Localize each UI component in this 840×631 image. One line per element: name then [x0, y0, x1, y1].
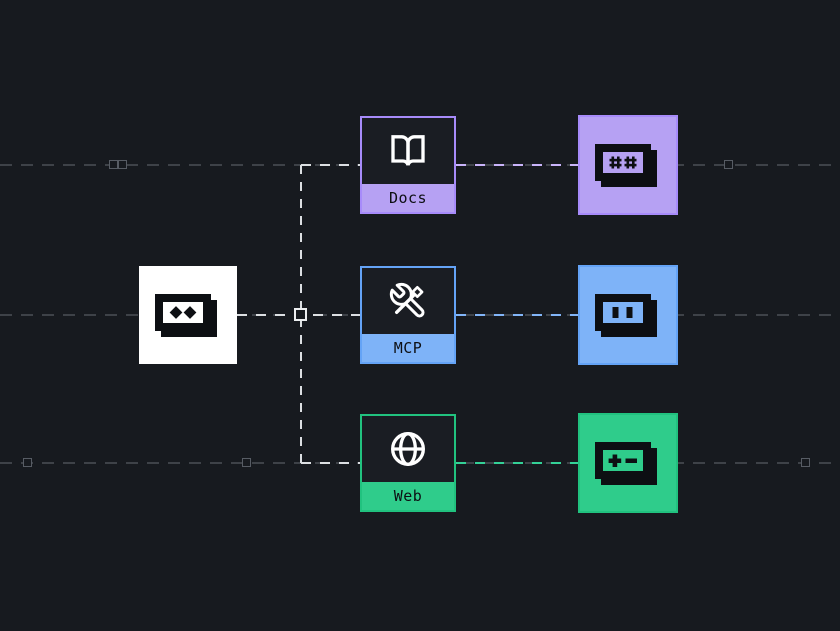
- output-node-mcp[interactable]: [578, 265, 678, 365]
- output-node-web[interactable]: [578, 413, 678, 513]
- connector-web-to-output: [456, 462, 578, 464]
- bot-face-hash-eyes-icon: [590, 133, 666, 197]
- grid-marker-square: [242, 458, 251, 467]
- globe-icon: [388, 429, 428, 469]
- source-node-web[interactable]: Web: [360, 414, 456, 512]
- source-node-mcp[interactable]: MCP: [360, 266, 456, 364]
- web-icon-area: [362, 416, 454, 482]
- branch-junction-square: [294, 308, 307, 321]
- connector-branch-to-web: [301, 462, 360, 464]
- bot-face-plus-minus-icon: [590, 431, 666, 495]
- source-label-mcp: MCP: [362, 334, 454, 362]
- connector-mcp-to-output: [456, 314, 578, 316]
- source-label-web: Web: [362, 482, 454, 510]
- grid-marker-square: [118, 160, 127, 169]
- grid-marker-square: [724, 160, 733, 169]
- connector-docs-to-output: [456, 164, 578, 166]
- docs-icon-area: [362, 118, 454, 184]
- book-open-icon: [388, 131, 428, 171]
- source-label-docs: Docs: [362, 184, 454, 212]
- source-node-docs[interactable]: Docs: [360, 116, 456, 214]
- agent-node[interactable]: [139, 266, 237, 364]
- grid-marker-square: [23, 458, 32, 467]
- grid-marker-square: [109, 160, 118, 169]
- mcp-icon-area: [362, 268, 454, 334]
- bot-face-diamond-eyes-icon: [150, 283, 226, 347]
- tools-icon: [388, 281, 428, 321]
- connector-branch-to-docs: [301, 164, 360, 166]
- grid-marker-square: [801, 458, 810, 467]
- output-node-docs[interactable]: [578, 115, 678, 215]
- bot-face-bar-eyes-icon: [590, 283, 666, 347]
